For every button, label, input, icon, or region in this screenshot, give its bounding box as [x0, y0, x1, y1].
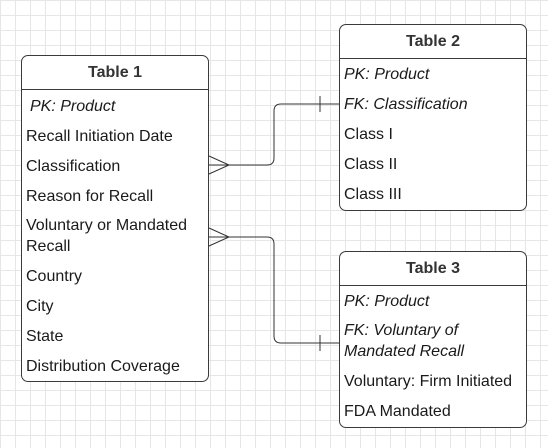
field-state: State — [26, 328, 64, 345]
field-country: Country — [26, 268, 83, 285]
connector-line — [209, 236, 339, 344]
field-classification: Classification — [26, 158, 121, 175]
entity-title: Table 1 — [22, 56, 208, 90]
field-recall-initiation-date: Recall Initiation Date — [26, 128, 173, 145]
entity-title: Table 2 — [340, 25, 526, 59]
relationship-table1-table2[interactable] — [208, 96, 339, 175]
field-voluntary-firm-initiated: Voluntary: Firm Initiated — [344, 373, 513, 390]
field-class-iii: Class III — [344, 186, 402, 203]
field-reason-for-recall: Reason for Recall — [26, 188, 154, 205]
crows-foot-many-marker — [208, 227, 231, 247]
entity-table-2[interactable]: Table 2 PK: Product FK: Classification C… — [339, 24, 527, 211]
field-pk-product: PK: Product — [344, 66, 430, 83]
field-class-i: Class I — [344, 126, 393, 143]
field-fk-voluntary-mandated-recall: FK: Voluntary of Mandated Recall — [344, 322, 465, 360]
field-distribution-coverage: Distribution Coverage — [26, 358, 180, 375]
field-fk-classification: FK: Classification — [344, 96, 468, 113]
field-voluntary-or-mandated-recall: Voluntary or Mandated Recall — [26, 217, 187, 255]
field-city: City — [26, 298, 54, 315]
field-pk-product: PK: Product — [344, 293, 430, 310]
connector-line — [209, 103, 339, 166]
relationship-table1-table3[interactable] — [208, 227, 339, 351]
entity-table-1[interactable]: Table 1 PK: Product Recall Initiation Da… — [21, 55, 209, 382]
field-fda-mandated: FDA Mandated — [344, 403, 451, 420]
field-class-ii: Class II — [344, 156, 398, 173]
entity-table-3[interactable]: Table 3 PK: Product FK: Voluntary of Man… — [339, 251, 527, 428]
crows-foot-many-marker — [208, 155, 231, 175]
field-pk-product: PK: Product — [30, 98, 116, 115]
entity-title: Table 3 — [340, 252, 526, 286]
